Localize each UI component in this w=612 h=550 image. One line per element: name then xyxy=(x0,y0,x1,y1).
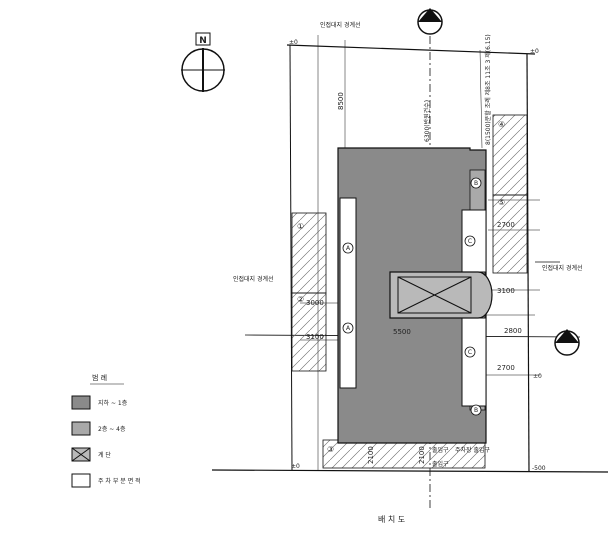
drawing-title: 배 치 도 xyxy=(378,515,405,524)
marker-a2: A xyxy=(346,325,351,332)
legend-label-stair: 계 단 xyxy=(98,451,111,459)
stair-core xyxy=(389,271,493,319)
legend-swatch-basement xyxy=(71,395,91,410)
marker-b1: B xyxy=(474,180,478,187)
marker-a1: A xyxy=(346,245,351,252)
grid-markers: A A B B C C xyxy=(342,177,482,416)
north-arrow-icon: N xyxy=(181,32,225,92)
dim-3100l: 3100 xyxy=(306,333,324,341)
marker-n2: ② xyxy=(297,295,304,304)
north-label: N xyxy=(199,36,207,46)
legend-stair-icon xyxy=(71,447,91,462)
entry-note-2: 출입구 xyxy=(432,460,449,468)
level-br-mid: ±0 xyxy=(533,373,542,380)
entry-note-1: 출입구 xyxy=(432,446,449,454)
legend-label-upper: 2층 ~ 4층 xyxy=(98,425,126,433)
legend: 범 례 지하 ~ 1층 2층 ~ 4층 계 단 주 차 부 분 면 적 xyxy=(71,373,141,488)
marker-n1: ① xyxy=(297,222,304,231)
top-boundary-label: 인접대지 경계선 xyxy=(320,21,361,29)
legend-heading: 범 례 xyxy=(92,373,107,382)
marker-c1: C xyxy=(468,238,472,245)
dim-2700b: 2700 xyxy=(497,364,515,372)
parking-note: 주차장 출입구 xyxy=(455,446,491,454)
right-boundary-label: 인접대지 경계선 xyxy=(542,264,583,272)
marker-n5: ⑤ xyxy=(498,198,505,207)
dim-2800: 2800 xyxy=(504,327,522,335)
level-bl: ±0 xyxy=(291,463,300,470)
marker-n4: ④ xyxy=(498,120,505,129)
parking-zones xyxy=(291,114,528,469)
legend-label-basement: 지하 ~ 1층 xyxy=(98,399,128,407)
height-note-2: 8(1500)분할 조례 제8조 11조 3 제(6.15) xyxy=(484,34,492,145)
section-marker-top-icon xyxy=(417,8,443,35)
dim-8500: 8500 xyxy=(337,92,345,110)
level-tr: ±0 xyxy=(530,48,539,55)
legend-swatch-upper xyxy=(71,421,91,436)
marker-b2: B xyxy=(474,407,478,414)
dim-2100: 2100 xyxy=(367,446,375,464)
legend-swatch-parking xyxy=(71,473,91,488)
marker-c2: C xyxy=(468,349,472,356)
dim-2100b: 2100 xyxy=(418,446,426,464)
dim-2700a: 2700 xyxy=(497,221,515,229)
dim-3100r: 3100 xyxy=(497,287,515,295)
marker-n3: ③ xyxy=(327,445,334,454)
height-note-1: 6300(반원건수) xyxy=(423,100,431,142)
legend-label-parking: 주 차 부 분 면 적 xyxy=(98,477,141,485)
left-boundary-label: 인접대지 경계선 xyxy=(233,275,274,283)
level-tl: ±0 xyxy=(289,39,298,46)
dim-5500: 5500 xyxy=(393,328,411,336)
dim-3000: 3000 xyxy=(306,299,324,307)
section-marker-right-icon xyxy=(554,329,580,356)
level-bottom-right: -500 xyxy=(532,465,546,472)
